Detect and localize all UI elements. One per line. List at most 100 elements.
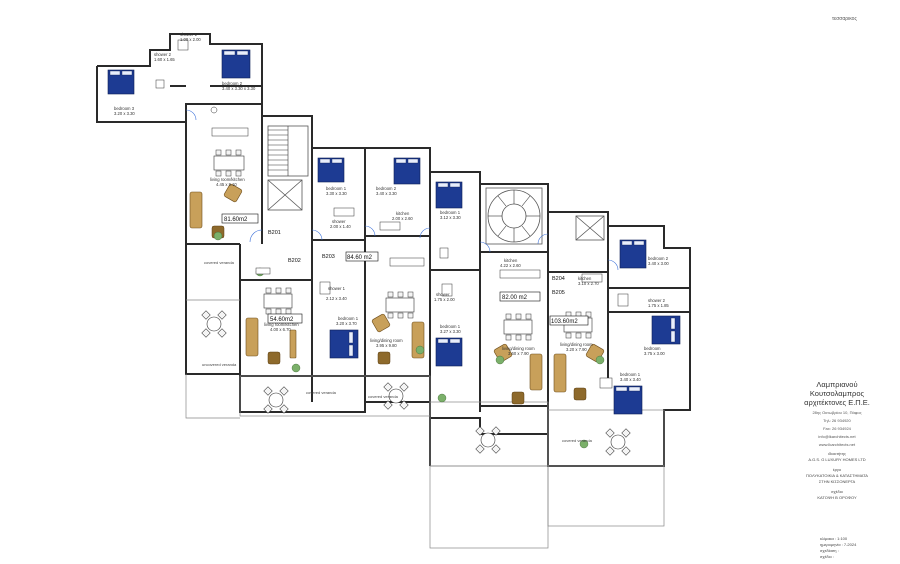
- room-labels: shower 1 1.00 x 2.00 shower 2 1.60 x 1.6…: [114, 32, 669, 382]
- room-name: kitchen: [396, 211, 410, 216]
- unit-code: B202: [288, 258, 301, 264]
- bed-icon: [435, 181, 463, 209]
- elevator-2: [575, 215, 605, 241]
- room-name: bedroom 3: [114, 106, 135, 111]
- room-dim: 2.12 x 3.40: [326, 296, 347, 301]
- room-dim: 4.45 x 9.10: [216, 182, 237, 187]
- room-dim: 4.00 x 6.70: [270, 327, 291, 332]
- room-dim: 1.75 x 2.00: [434, 297, 455, 302]
- area-tag: 103.60m2: [551, 319, 578, 325]
- firm-phone: Τηλ: 26 934920: [823, 418, 851, 423]
- room-name: bedroom 1: [620, 372, 641, 377]
- sofa-icon: [493, 343, 543, 405]
- bed-icon: [393, 157, 421, 185]
- room-name: bedroom 1: [440, 210, 461, 215]
- veranda-label: covered veranda: [306, 390, 337, 395]
- firm-fax: Fax: 26 934924: [823, 426, 851, 431]
- client-name: A.G.S. G LUXURY HOMES LTD: [808, 457, 866, 462]
- firm-website: www.lkarchitects.net: [818, 442, 856, 447]
- drawing-name: ΚΑΤΟΨΗ Β ΟΡΟΦΟΥ: [817, 495, 857, 500]
- room-name: bedroom 2: [648, 256, 669, 261]
- bed-icon: [613, 385, 643, 415]
- veranda-label: uncovered veranda: [202, 362, 237, 367]
- room-name: bedroom 1: [440, 324, 461, 329]
- staircase-1: [267, 125, 309, 177]
- firm-name-line2: Κουτσολαμπρος: [809, 389, 865, 398]
- client-label: ιδιοκτήτης: [828, 451, 846, 456]
- room-dim: 3.75 x 3.00: [644, 351, 665, 356]
- drawing-info: κλίμακα : 1:100 ημερομηνία : 7-2024 σχεδ…: [820, 536, 856, 560]
- room-name: living/dining room: [560, 342, 593, 347]
- room-dim: 3.10 x 2.70: [578, 281, 599, 286]
- room-name: shower: [332, 219, 346, 224]
- bed-icon: [619, 239, 647, 269]
- room-name: bedroom 1: [326, 186, 347, 191]
- room-name: shower 1: [328, 286, 346, 291]
- room-dim: 3.20 x 3.70: [336, 321, 357, 326]
- outdoor-table-icon: [605, 428, 631, 456]
- firm-address: 28ης Οκτωβρίου 10, Πάφος: [812, 410, 862, 415]
- corner-tag: τεσσαρικος: [832, 16, 857, 22]
- staircase-2: [485, 187, 543, 245]
- unit-codes: B201 B202 B203 B204 B205: [268, 230, 565, 296]
- room-dim: 3.40 x 3.40: [620, 377, 641, 382]
- drawing-label: σχέδιο: [831, 489, 843, 494]
- firm-name-line1: Λαμπριανού: [816, 380, 858, 389]
- project-line2: ΣΤΗΝ ΚΙΣΣΟΝΕΡΓΑ: [818, 479, 856, 484]
- dining-table-icon: [503, 313, 533, 341]
- area-tag: 54.60m2: [270, 317, 294, 323]
- outdoor-table-icon: [263, 386, 289, 414]
- project-label: έργο: [832, 467, 842, 472]
- date-value: ημερομηνία : 7-2024: [820, 542, 857, 547]
- room-dim: 1.00 x 2.00: [180, 37, 201, 42]
- room-dim: 3.95 x 9.80: [376, 343, 397, 348]
- sofa-icon: [245, 317, 297, 365]
- bed-icon: [317, 157, 345, 183]
- room-dim: 3.30 x 3.30: [326, 191, 347, 196]
- bed-icon: [651, 315, 681, 345]
- room-name: kitchen: [504, 258, 518, 263]
- area-tags: 81.60m2 54.60m2 84.60 m2 82.00 m2 103.60…: [221, 213, 589, 326]
- room-dim: 2.00 x 2.60: [392, 216, 413, 221]
- room-name: kitchen: [578, 276, 592, 281]
- room-name: living room/kitchen: [210, 177, 245, 182]
- room-name: bedroom 1: [338, 316, 359, 321]
- room-name: bedroom 2: [222, 81, 243, 86]
- veranda-label: covered veranda: [368, 394, 399, 399]
- unit-code: B204: [552, 276, 565, 282]
- outdoor-table-icon: [383, 382, 409, 410]
- room-name: bedroom 2: [376, 186, 397, 191]
- outdoor-table-icon: [475, 426, 501, 454]
- area-tag: 82.00 m2: [502, 295, 528, 301]
- doors: [185, 109, 619, 271]
- fixtures: [155, 39, 629, 389]
- room-name: shower 1: [180, 32, 198, 37]
- outdoor-table-icon: [201, 310, 227, 338]
- unit-code: B205: [552, 290, 565, 296]
- room-dim: 1.75 x 1.85: [648, 303, 669, 308]
- room-dim: 3.40 x 3.00: [648, 261, 669, 266]
- room-name: living room/kitchen: [264, 322, 299, 327]
- veranda-outlines: [185, 299, 665, 549]
- area-tag: 84.60 m2: [347, 255, 373, 261]
- unit-code: B203: [322, 254, 335, 260]
- bed-icon: [435, 337, 463, 367]
- bed-icon: [107, 69, 135, 95]
- sheet-value: σχέδιο :: [820, 554, 834, 559]
- dining-table-icon: [385, 291, 415, 319]
- veranda-label: covered veranda: [204, 260, 235, 265]
- area-tag: 81.60m2: [224, 217, 248, 223]
- elevator-1: [267, 179, 303, 211]
- room-name: shower 2: [648, 298, 666, 303]
- dining-table-icon: [213, 149, 245, 177]
- room-dim: 2.00 x 1.40: [330, 224, 351, 229]
- project-line1: ΠΟΛΥΚΑΤΟΙΚΙΑ & ΚΑΤΑΣΤΗΜΑΤΑ: [806, 473, 868, 478]
- veranda-labels: covered veranda uncovered veranda covere…: [202, 260, 593, 443]
- room-name: bedroom: [644, 346, 661, 351]
- firm-name-line3: αρχιτέκτονες Ε.Π.Ε.: [804, 398, 870, 407]
- room-dim: 3.60 x 7.90: [508, 351, 529, 356]
- room-name: shower 2: [154, 52, 172, 57]
- room-dim: 3.20 x 7.90: [566, 347, 587, 352]
- plant-icon: [213, 231, 605, 449]
